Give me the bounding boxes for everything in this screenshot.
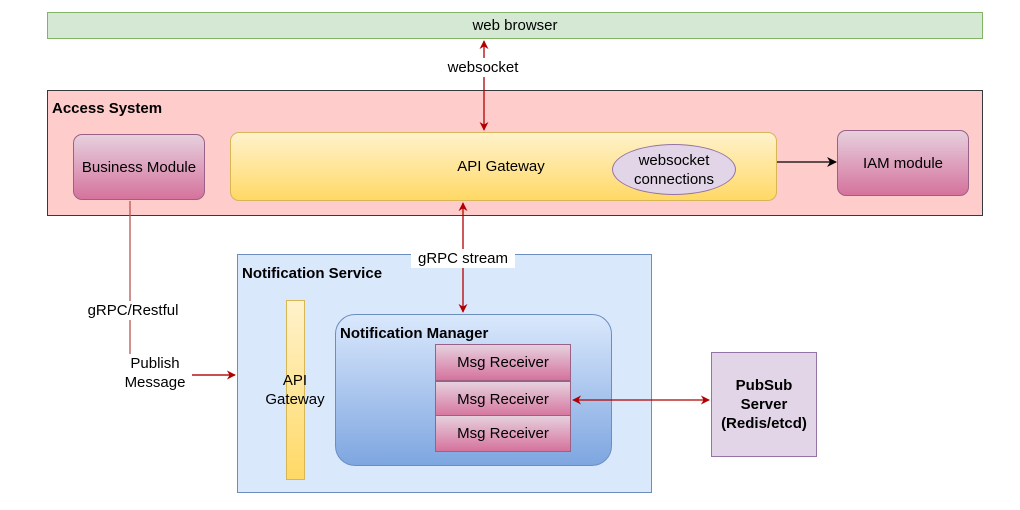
edge-label-grpc-stream: gRPC stream <box>411 249 515 268</box>
edge-label-publish-message: Publish Message <box>118 354 192 392</box>
msg-receiver-2: Msg Receiver <box>435 381 571 418</box>
side-api-gateway-line2: Gateway <box>265 391 325 408</box>
iam-module-label: IAM module <box>862 154 944 172</box>
pubsub-server-node: PubSub Server (Redis/etcd) <box>711 352 817 457</box>
edge-label-publish-line1: Publish <box>130 355 180 372</box>
side-api-gateway-label: API Gateway <box>255 370 335 410</box>
msg-receiver-1: Msg Receiver <box>435 344 571 381</box>
msg-receiver-3-label: Msg Receiver <box>457 425 549 442</box>
msg-receiver-1-label: Msg Receiver <box>457 354 549 371</box>
msg-receiver-3: Msg Receiver <box>435 415 571 452</box>
pubsub-server-line2: Server <box>740 396 788 413</box>
websocket-connections-node: websocket connections <box>612 144 736 195</box>
iam-module-node: IAM module <box>837 130 969 196</box>
side-api-gateway-line1: API <box>282 372 308 389</box>
edge-business-notification-service <box>129 201 235 376</box>
notification-service-title: Notification Service <box>242 265 383 282</box>
msg-receiver-2-label: Msg Receiver <box>457 391 549 408</box>
side-api-gateway-node <box>286 300 305 480</box>
websocket-connections-line1: websocket <box>638 151 710 169</box>
web-browser-label: web browser <box>472 17 558 34</box>
websocket-connections-line2: connections <box>633 170 715 188</box>
pubsub-server-line3: (Redis/etcd) <box>721 415 807 432</box>
pubsub-server-line1: PubSub <box>735 377 793 394</box>
edge-label-grpc-restful: gRPC/Restful <box>80 301 186 320</box>
edge-label-publish-line2: Message <box>124 374 186 391</box>
web-browser-node: web browser <box>47 12 983 39</box>
edge-label-websocket: websocket <box>431 58 535 77</box>
access-system-title: Access System <box>52 100 163 117</box>
api-gateway-label: API Gateway <box>457 158 545 175</box>
business-module-node: Business Module <box>73 134 205 200</box>
business-module-label: Business Module <box>81 158 197 176</box>
notification-manager-title: Notification Manager <box>340 325 489 342</box>
